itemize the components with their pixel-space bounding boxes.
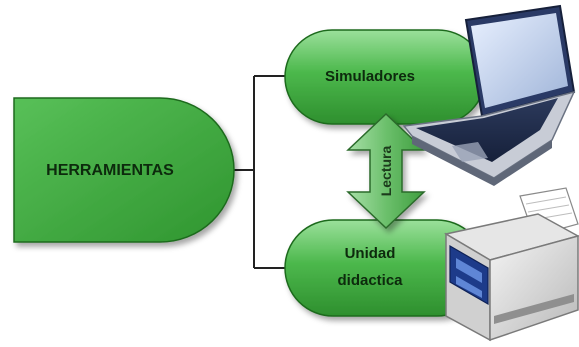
lectura-arrow-label: Lectura (378, 146, 394, 197)
lectura-arrow: Lectura (346, 112, 426, 230)
root-node-label: HERRAMIENTAS (46, 162, 174, 179)
connector-lines (232, 75, 285, 269)
laptop-icon (402, 4, 576, 186)
unidad-label-line1: Unidad (345, 245, 396, 262)
root-node: HERRAMIENTAS (13, 97, 235, 243)
unidad-label-line2: didactica (337, 272, 403, 289)
simuladores-node: Simuladores (284, 29, 486, 125)
simuladores-label: Simuladores (325, 68, 415, 85)
printer-icon (443, 187, 579, 342)
